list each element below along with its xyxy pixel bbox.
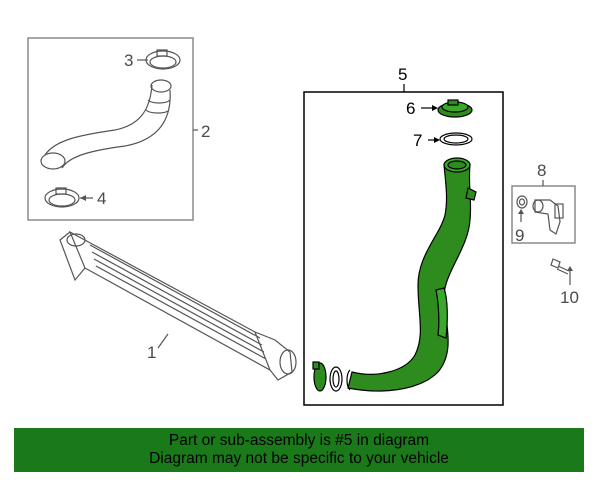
arrowhead-4 [80, 195, 86, 201]
callout-5: 5 [398, 65, 408, 84]
part-7-seal [439, 132, 473, 146]
callout-10: 10 [560, 288, 579, 307]
arrowhead-7 [434, 137, 440, 143]
leader-1 [157, 333, 169, 349]
arrowhead-10 [567, 266, 573, 271]
part-6-clamp [437, 99, 473, 118]
callout-7: 7 [413, 131, 423, 150]
arrowhead-6 [432, 105, 438, 111]
callout-1: 1 [147, 343, 157, 362]
callout-9: 9 [515, 226, 525, 245]
info-banner: Part or sub-assembly is #5 in diagram Di… [14, 428, 584, 472]
part-2-hose [40, 79, 172, 170]
banner-line-2: Diagram may not be specific to your vehi… [149, 450, 449, 467]
part-5-lower-clamp [312, 361, 327, 392]
banner-line-1: Part or sub-assembly is #5 in diagram [168, 432, 430, 449]
part-9-oring [516, 195, 528, 209]
part-8-sensor [532, 199, 564, 235]
callout-2: 2 [201, 122, 211, 141]
part-5-charge-pipe [346, 157, 477, 392]
part-10-bolt [550, 258, 570, 275]
part-4-clamp [44, 187, 80, 208]
part-2-group-box [27, 37, 194, 221]
callout-3: 3 [124, 51, 134, 70]
part-5-lower-seal [329, 366, 343, 392]
part-3-clamp [145, 49, 181, 70]
part-1-intercooler [59, 230, 297, 381]
callout-4: 4 [97, 189, 107, 208]
callout-6: 6 [406, 99, 416, 118]
part-5-group-box [303, 91, 504, 406]
callout-8: 8 [537, 161, 547, 180]
arrowhead-9 [518, 209, 524, 214]
